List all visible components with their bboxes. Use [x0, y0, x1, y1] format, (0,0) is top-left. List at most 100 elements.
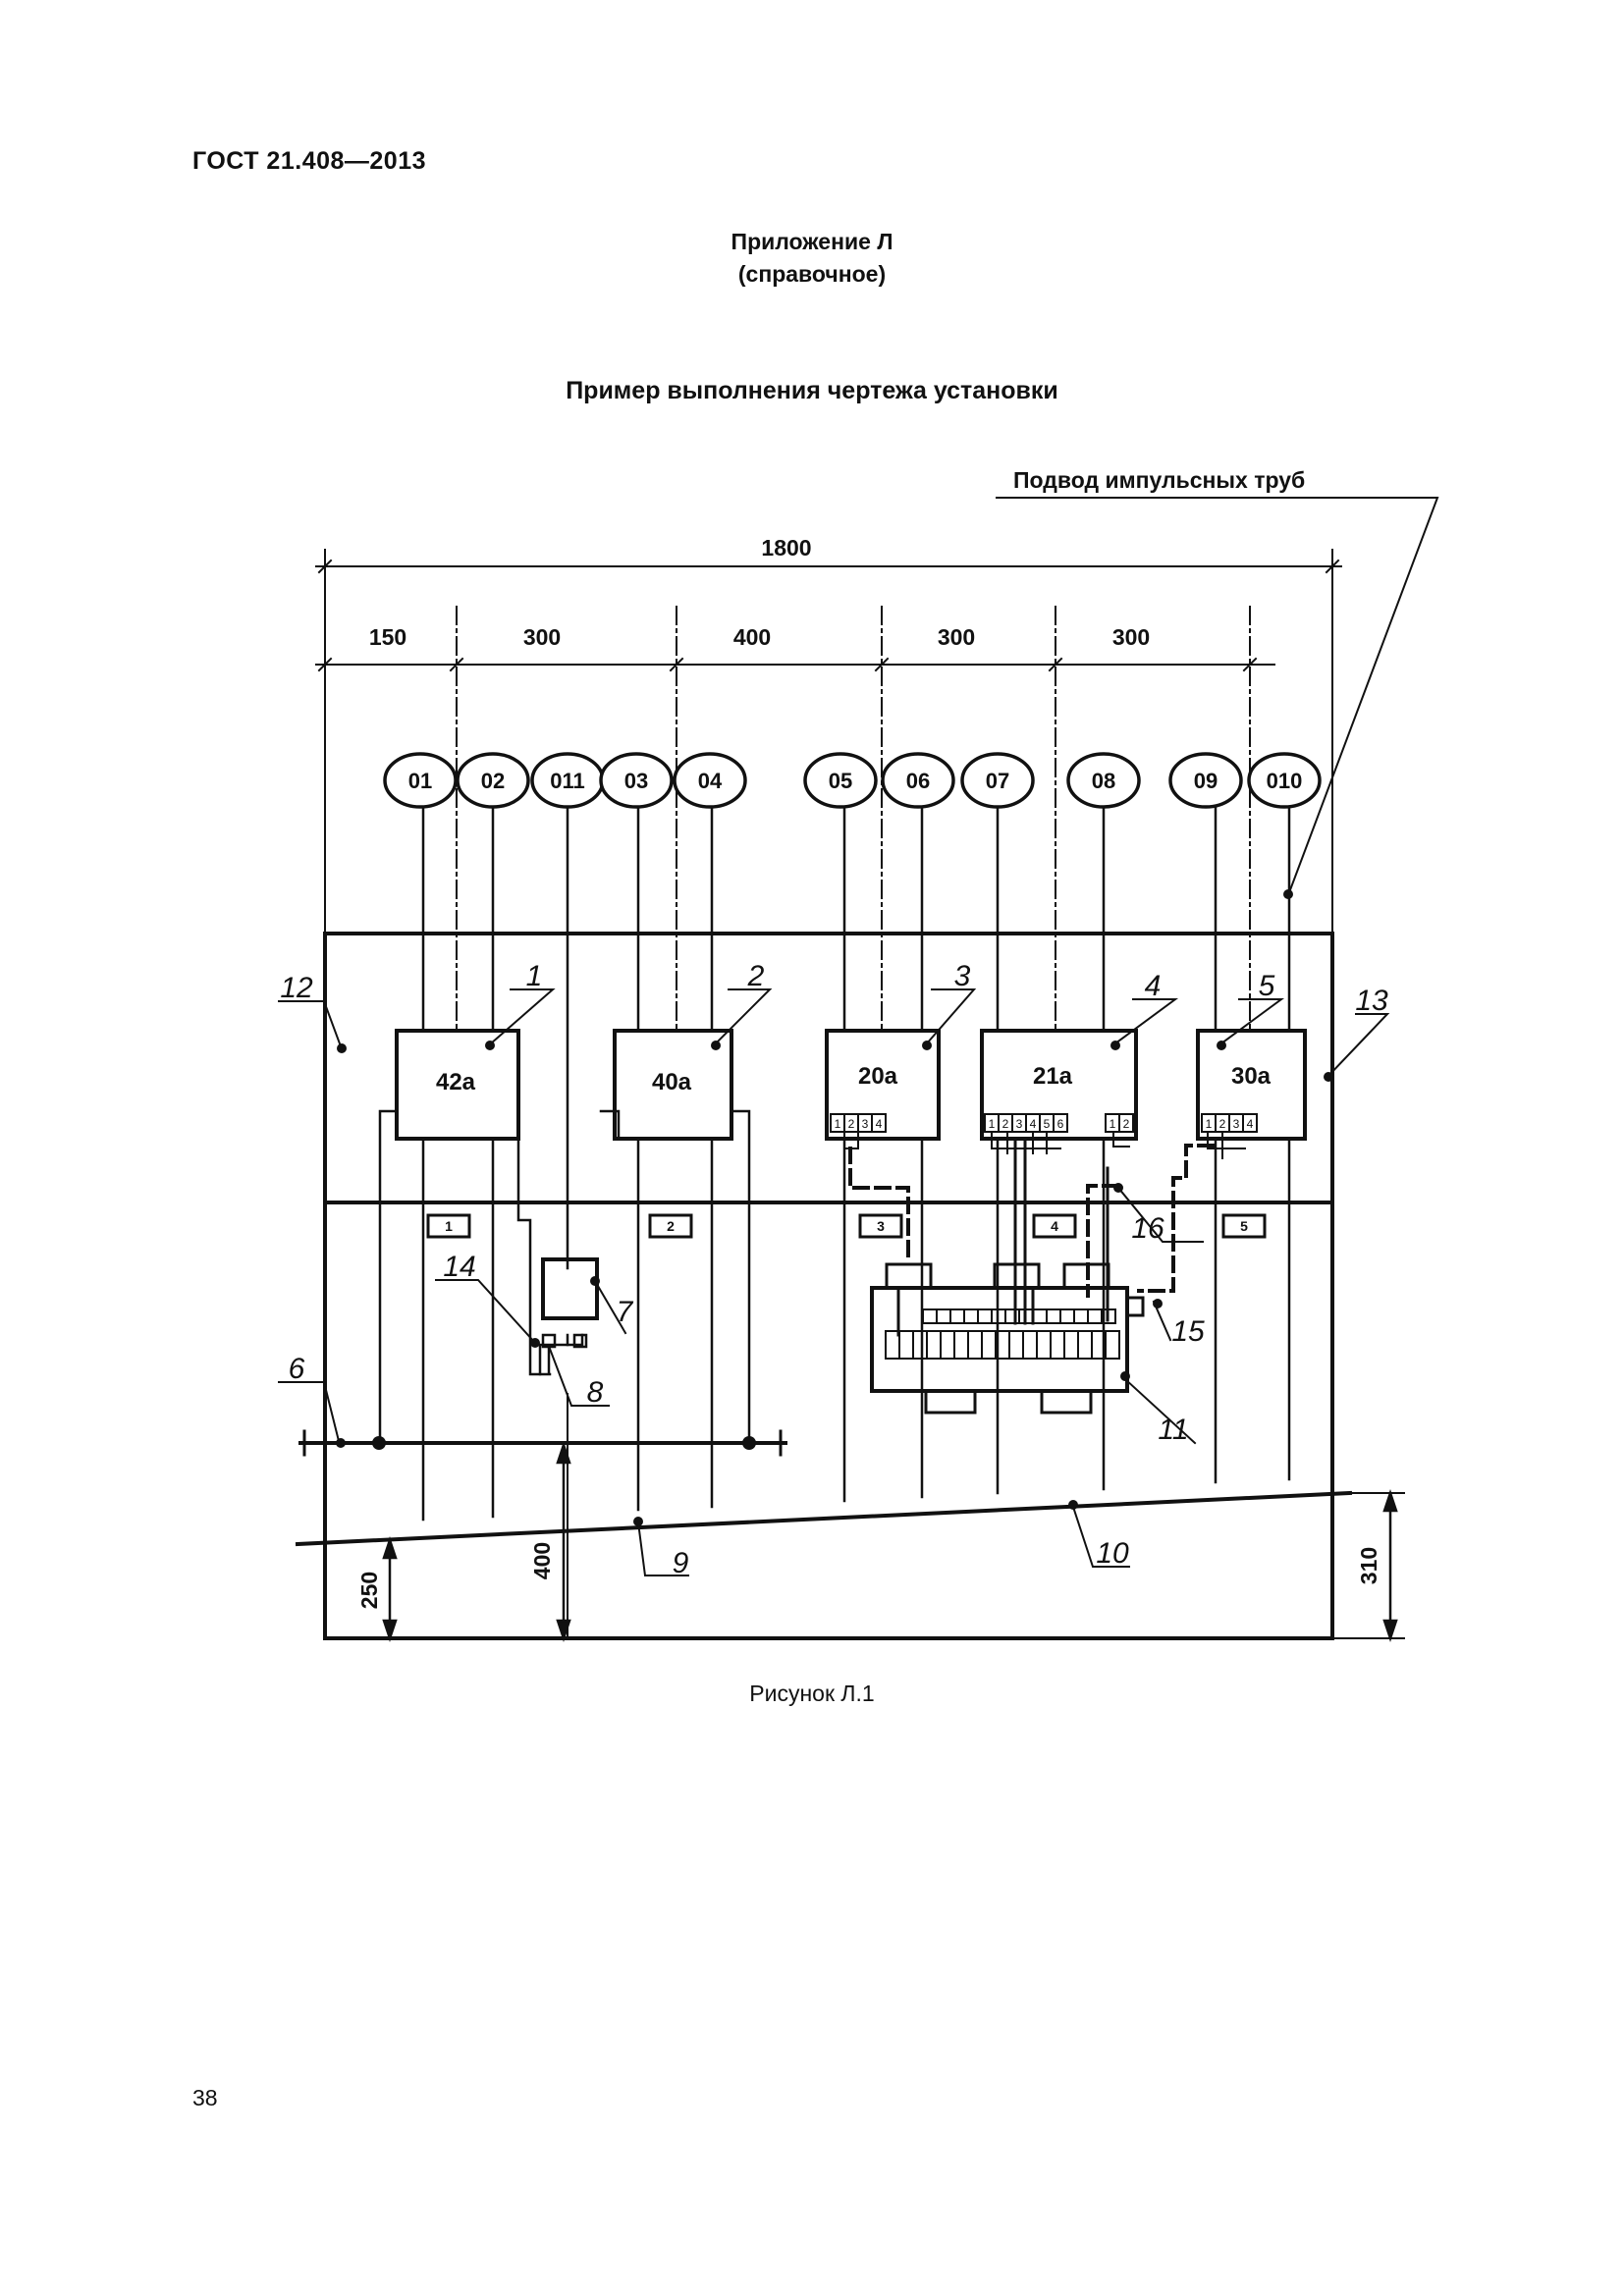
- pipe-label: 011: [550, 769, 585, 793]
- device-7-box: [541, 1257, 599, 1320]
- frame: [295, 932, 1353, 1640]
- terminal-number: 3: [862, 1117, 869, 1131]
- dimension-height-mid: 400: [529, 1542, 555, 1579]
- junction-box-body: [870, 1286, 1129, 1393]
- annex-subtitle: (справочное): [737, 261, 887, 287]
- callout-number: 8: [587, 1376, 604, 1409]
- annex-heading: Приложение Л (справочное): [0, 226, 1624, 291]
- terminal-row-lower: [885, 1330, 1120, 1360]
- pipe-label: 010: [1267, 769, 1303, 793]
- device-labels: 42а 40а 20а 21а 30а: [436, 1063, 1272, 1095]
- pipe-label: 03: [624, 769, 648, 793]
- figure-caption: Рисунок Л.1: [749, 1681, 875, 1706]
- plate-label: 2: [667, 1218, 675, 1234]
- callout-number: 9: [673, 1547, 689, 1579]
- terminal-cell: [963, 1308, 979, 1324]
- plate-labels: 1 2 3 4 5: [445, 1218, 1248, 1234]
- pipe-label: 07: [986, 769, 1009, 793]
- pipe-label: 05: [829, 769, 852, 793]
- callout-number: 5: [1259, 970, 1275, 1002]
- terminal-cell: [1077, 1330, 1093, 1360]
- plate-label: 5: [1240, 1218, 1248, 1234]
- terminal-number: 1: [1110, 1117, 1116, 1131]
- terminal-cell: [1050, 1330, 1065, 1360]
- center-lines: [456, 606, 1251, 1032]
- annex-title: Приложение Л: [731, 229, 893, 254]
- dimension-segment: 300: [1112, 624, 1150, 650]
- pipe-label: 01: [408, 769, 432, 793]
- callout-number: 3: [954, 960, 971, 992]
- terminal-cell: [1022, 1330, 1038, 1360]
- terminal-cell: [898, 1330, 914, 1360]
- terminal-cell: [1032, 1308, 1048, 1324]
- device-label: 30а: [1231, 1063, 1272, 1090]
- pipe-circle-labels: 01 02 011 03 04 05 06 07 08 09 010: [408, 769, 1303, 793]
- pipe-label: 08: [1092, 769, 1115, 793]
- terminal-row-upper: [922, 1308, 1116, 1324]
- terminal-cell: [949, 1308, 965, 1324]
- device-5-box: [1196, 1029, 1307, 1141]
- terminal-cell: [926, 1330, 942, 1360]
- pipe-label: 04: [698, 769, 723, 793]
- leader-lines: [278, 497, 1439, 1576]
- devices: [395, 1029, 1307, 1320]
- terminal-cell: [936, 1308, 951, 1324]
- terminal-number: 4: [1247, 1117, 1254, 1131]
- document-code: ГОСТ 21.408—2013: [192, 147, 427, 175]
- terminal-number: 1: [1206, 1117, 1213, 1131]
- terminal-number: 2: [1123, 1117, 1130, 1131]
- terminal-number: 2: [1219, 1117, 1226, 1131]
- device-1-box: [395, 1029, 520, 1141]
- callout-number: 12: [280, 972, 313, 1004]
- dimension-segment: 300: [938, 624, 975, 650]
- junction-box: [870, 1137, 1145, 1415]
- device-label: 20а: [858, 1063, 898, 1090]
- dimension-lines: [315, 549, 1405, 1639]
- height-arrows: [382, 1441, 1398, 1642]
- dimension-height-right: 310: [1356, 1547, 1381, 1584]
- terminal-cell: [953, 1330, 969, 1360]
- terminal-cell: [922, 1308, 938, 1324]
- dimension-labels: 1800 150 300 400 300 300 250 400 310: [356, 535, 1381, 1609]
- device-4-box: [980, 1029, 1138, 1141]
- callout-number: 13: [1355, 985, 1388, 1017]
- callout-number: 16: [1131, 1212, 1164, 1245]
- terminal-cell: [1087, 1308, 1103, 1324]
- terminal-number: 1: [989, 1117, 996, 1131]
- device-label: 40а: [652, 1069, 692, 1095]
- terminal-cell: [1004, 1308, 1020, 1324]
- callout-number: 4: [1145, 970, 1162, 1002]
- terminal-cell: [1046, 1308, 1061, 1324]
- device-2-box: [613, 1029, 733, 1141]
- dimension-overall: 1800: [761, 535, 811, 561]
- callout-number: 7: [617, 1296, 634, 1328]
- terminal-number: 6: [1057, 1117, 1064, 1131]
- terminal-number: 4: [876, 1117, 883, 1131]
- terminal-number: 3: [1233, 1117, 1240, 1131]
- junction-dots: [336, 889, 1333, 1526]
- callout-numbers: 1 2 3 4 5 6 7 8 9 10 11 12 13 14 15 16: [280, 960, 1388, 1579]
- callout-number: 15: [1171, 1315, 1205, 1348]
- terminal-cell: [1008, 1330, 1024, 1360]
- device-label: 42а: [436, 1069, 476, 1095]
- device-7-wiring: [516, 1137, 588, 1376]
- figure-title: Пример выполнения чертежа установки: [566, 377, 1058, 404]
- callout-number: 11: [1158, 1414, 1188, 1446]
- terminal-cell: [1101, 1308, 1116, 1324]
- callout-number: 1: [526, 960, 543, 992]
- terminal-cell: [1036, 1330, 1052, 1360]
- terminal-number: 2: [1002, 1117, 1009, 1131]
- callout-number: 2: [747, 960, 765, 992]
- device-3-box: [825, 1029, 941, 1141]
- callout-number: 14: [443, 1251, 475, 1283]
- callout-number: 6: [289, 1353, 305, 1385]
- terminal-cell: [1059, 1308, 1075, 1324]
- dimension-segment: 150: [369, 624, 406, 650]
- terminal-cell: [967, 1330, 983, 1360]
- terminal-cell: [1063, 1330, 1079, 1360]
- terminal-number: 5: [1044, 1117, 1051, 1131]
- dimension-segment: 400: [733, 624, 771, 650]
- plates: [426, 1213, 1267, 1239]
- terminal-cell: [1073, 1308, 1089, 1324]
- page-number: 38: [192, 2085, 218, 2110]
